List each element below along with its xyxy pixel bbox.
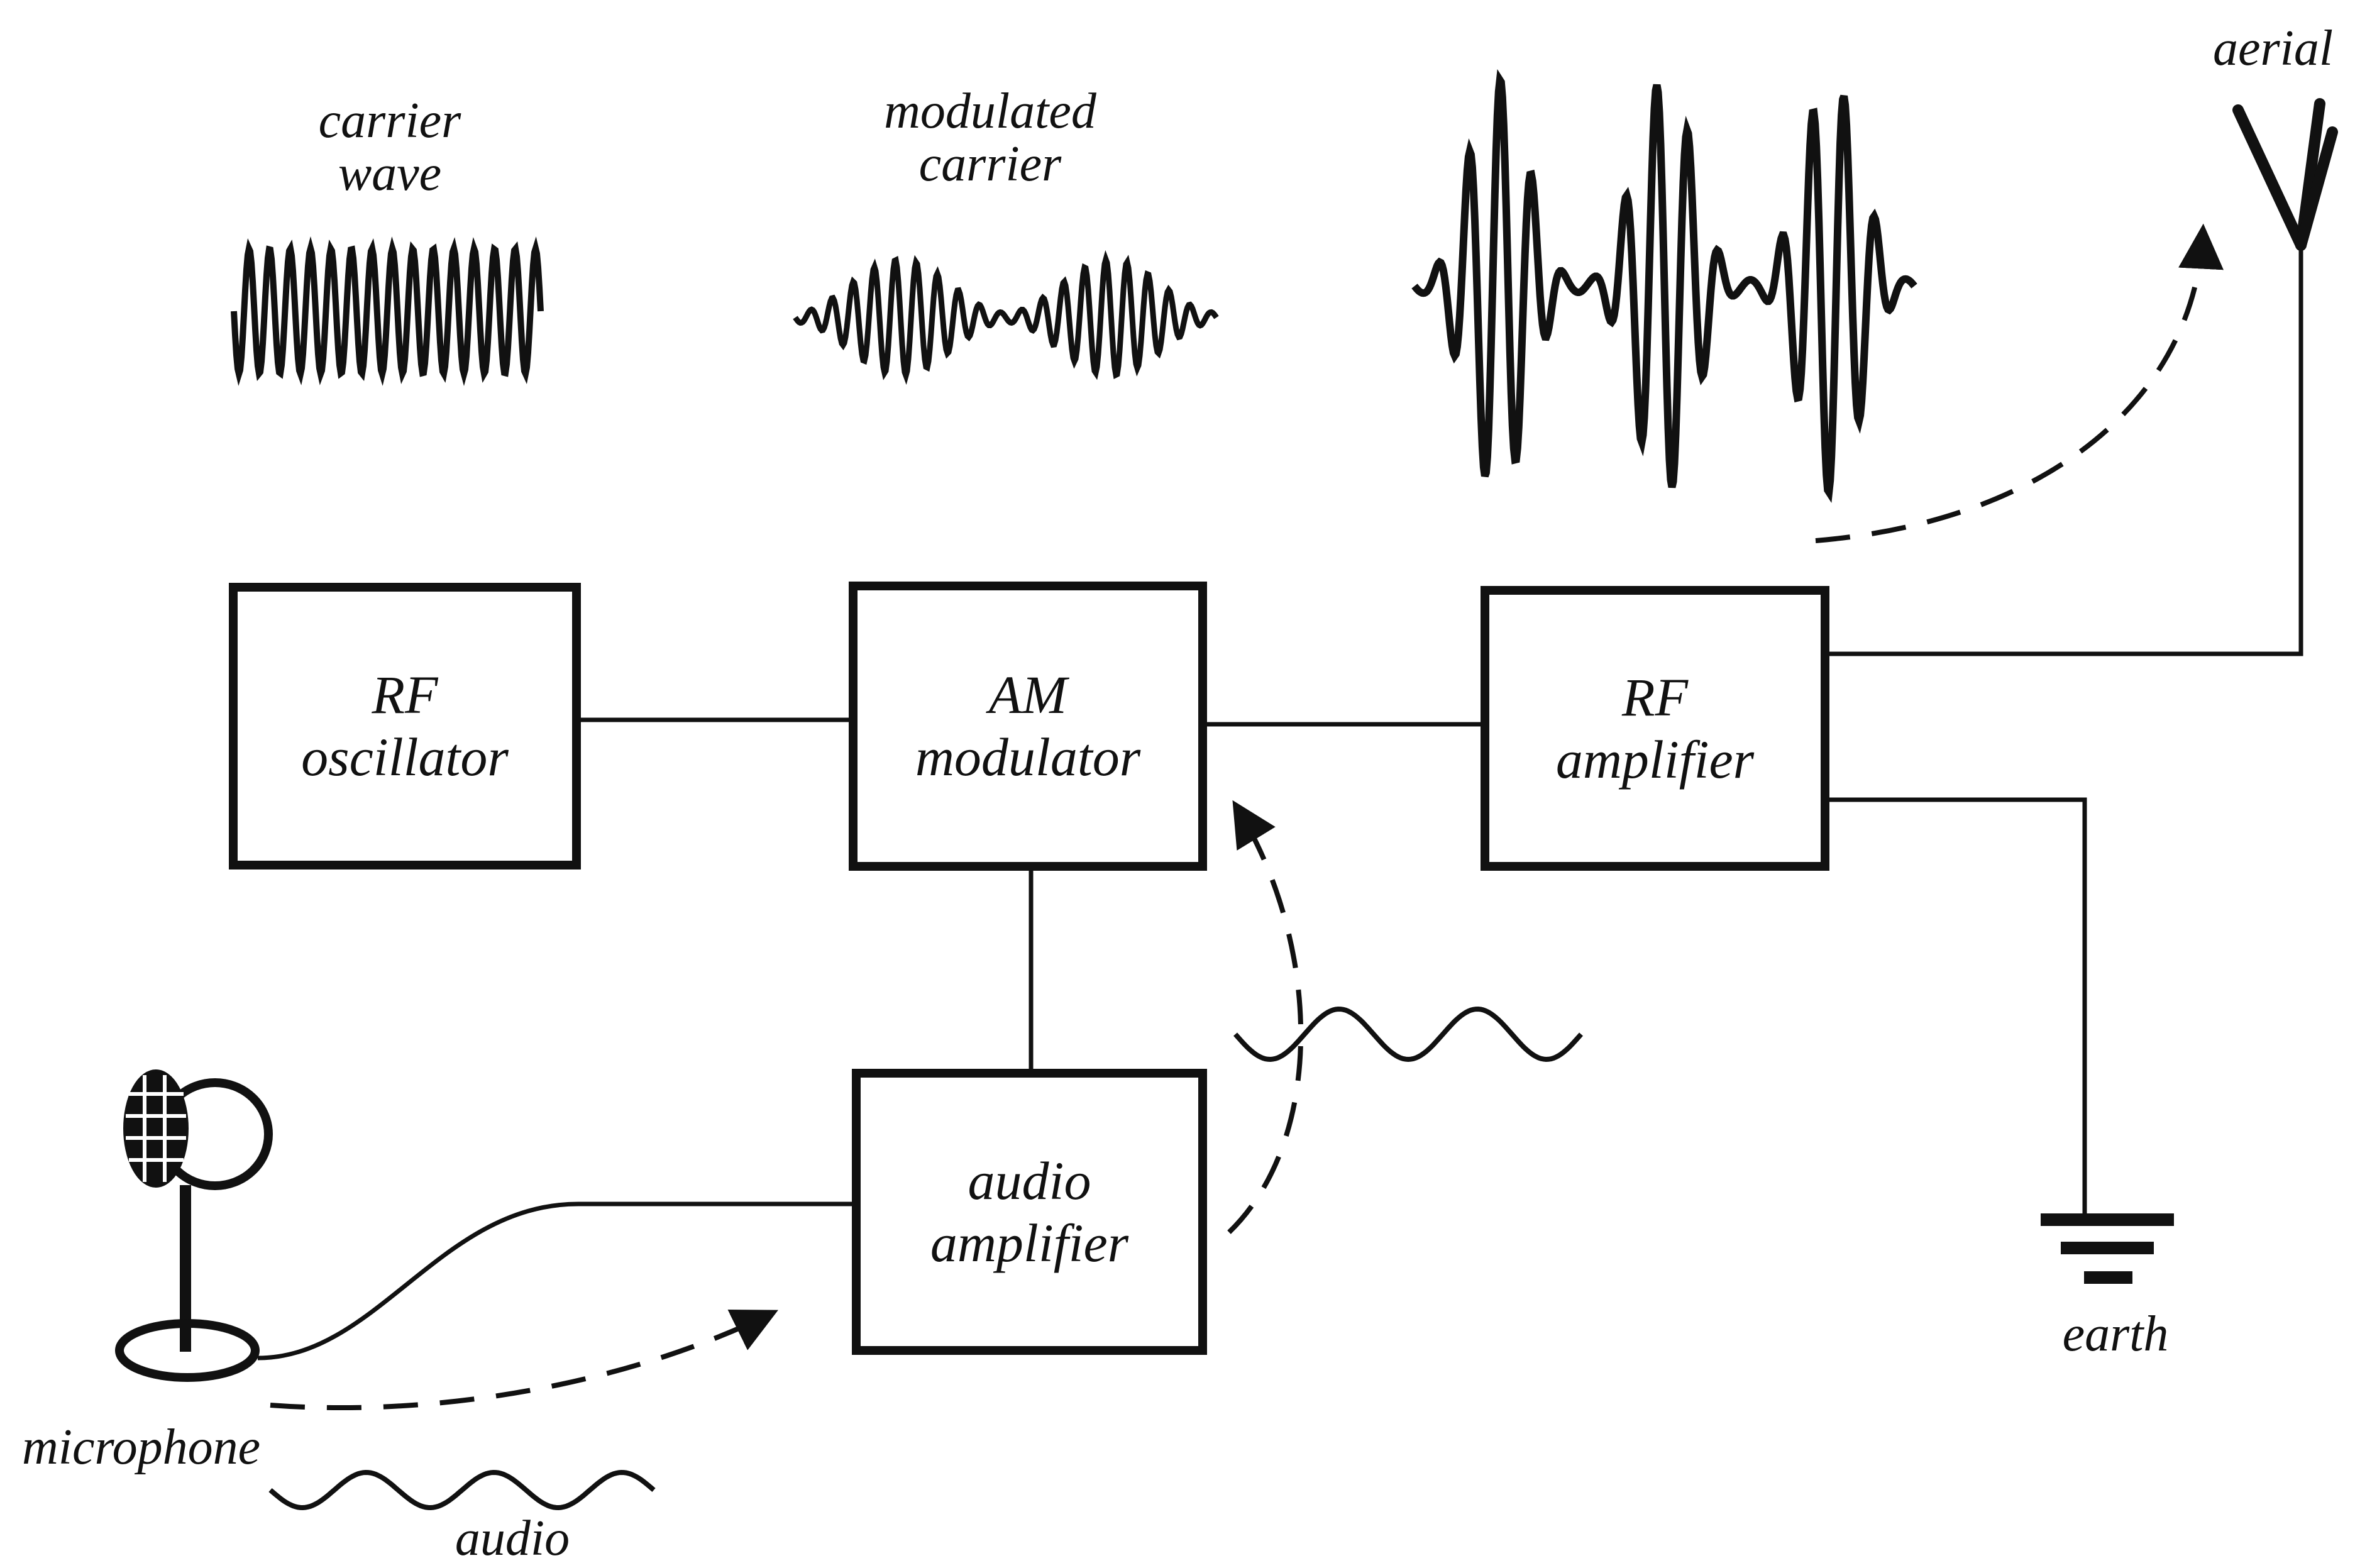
waveforms	[231, 69, 1917, 1511]
rf-oscillator-label-line1: RF	[372, 665, 438, 726]
audio-amplifier-block: audio amplifier	[852, 1069, 1207, 1355]
transmission-flow-arrow	[1815, 223, 2224, 543]
carrier-wave-label: carrier wave	[277, 94, 503, 200]
earth-icon	[2041, 1213, 2174, 1284]
wire-rf-amplifier-to-aerial	[1826, 239, 2303, 656]
aerial-label: aerial	[2213, 21, 2334, 76]
modulated-carrier-glyph	[793, 250, 1219, 385]
earth-label: earth	[2062, 1306, 2169, 1362]
microphone-icon	[115, 1069, 273, 1382]
carrier-wave-label-line1: carrier	[318, 93, 461, 148]
wire-microphone-to-audio-amplifier	[257, 1201, 855, 1361]
modulated-carrier-label-line2: carrier	[918, 136, 1062, 192]
rf-amplifier-label-line1: RF	[1621, 666, 1689, 727]
modulated-carrier-label: modulated carrier	[846, 85, 1135, 190]
rf-amplifier-label-line2: amplifier	[1555, 729, 1755, 790]
am-modulator-label-line2: modulator	[915, 727, 1141, 787]
amplified-output-glyph	[1411, 69, 1917, 503]
audio-amplifier-label-line2: amplifier	[930, 1212, 1129, 1273]
aerial-icon	[2232, 98, 2338, 251]
microphone-label: microphone	[22, 1420, 261, 1475]
rf-amplifier-block: RF amplifier	[1481, 586, 1829, 871]
audio-signal-glyph	[1233, 1006, 1583, 1063]
audio-amplifier-label-line1: audio	[968, 1150, 1091, 1211]
modulation-flow-arrow	[1227, 800, 1304, 1234]
rf-oscillator-label-line2: oscillator	[301, 727, 509, 787]
rf-oscillator-block: RF oscillator	[229, 583, 581, 870]
audio-flow-arrow	[270, 1309, 778, 1411]
carrier-wave-label-line2: wave	[338, 146, 442, 201]
modulated-carrier-label-line1: modulated	[884, 84, 1096, 139]
am-modulator-block: AM modulator	[849, 582, 1207, 871]
wire-rf-amplifier-to-earth	[1826, 797, 2087, 1217]
signal-flow-arrows	[270, 223, 2224, 1411]
audio-label: audio	[455, 1511, 570, 1566]
audio-wave-glyph	[268, 1469, 656, 1511]
connection-wires	[257, 239, 2303, 1361]
am-modulator-label-line1: AM	[988, 665, 1067, 726]
carrier-wave-glyph	[231, 236, 544, 387]
